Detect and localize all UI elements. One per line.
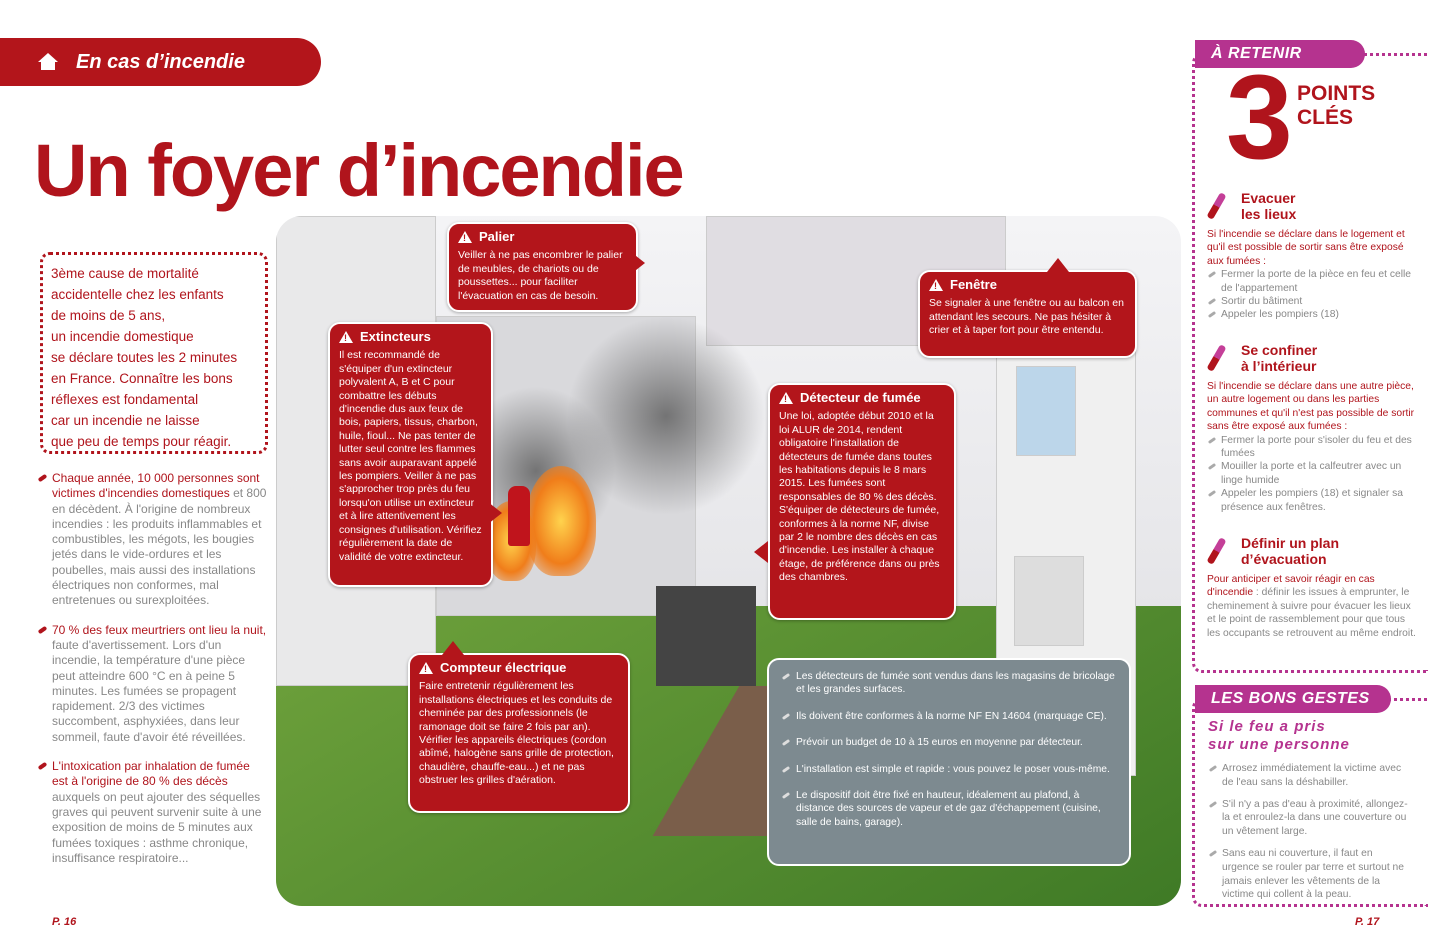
section-header: En cas d’incendie — [0, 38, 321, 86]
callout-text: Faire entretenir régulièrement les insta… — [419, 680, 614, 787]
callout-title: Palier — [479, 229, 515, 244]
title-line: Se confiner — [1241, 342, 1318, 358]
title-line: d’évacuation — [1241, 551, 1327, 567]
callout-text: Une loi, adoptée début 2010 et la loi AL… — [779, 410, 940, 584]
intro-line: accidentelle chez les enfants — [51, 287, 224, 302]
cles-word: CLÉS — [1297, 106, 1354, 129]
pointer-arrow — [488, 502, 502, 524]
callout-text: Se signaler à une fenêtre ou au balcon e… — [929, 297, 1124, 337]
pointer-arrow — [442, 641, 464, 655]
warning-icon — [458, 230, 472, 245]
intro-line: 3ème cause de mortalité — [51, 266, 199, 281]
fire-extinguisher — [508, 486, 530, 546]
fact-lead: L'intoxication par inhalation de fumée e… — [52, 759, 250, 789]
callout-detecteur: Détecteur de fumée Une loi, adoptée débu… — [768, 383, 956, 620]
callout-text: Il est recommandé de s'équiper d'un exti… — [339, 349, 482, 563]
fact-text: et 800 en décèdent. À l'origine de nombr… — [52, 486, 267, 608]
intro-line: un incendie domestique — [51, 329, 194, 344]
title-line: les lieux — [1241, 206, 1297, 222]
callout-fenetre: Fenêtre Se signaler à une fenêtre ou au … — [918, 270, 1137, 358]
intro-line: réflexes est fondamental — [51, 392, 199, 407]
title-line: Définir un plan — [1241, 535, 1339, 551]
section-intro: Pour anticiper et savoir réagir en cas d… — [1207, 574, 1375, 599]
intro-line: de moins de 5 ans, — [51, 308, 166, 323]
subtitle-line: sur une personne — [1208, 736, 1350, 753]
title-line: Evacuer — [1241, 190, 1296, 206]
page-title: Un foyer d’incendie — [34, 129, 685, 212]
callout-extincteurs: Extincteurs Il est recommandé de s'équip… — [328, 322, 493, 587]
callout-title: Détecteur de fumée — [800, 390, 921, 405]
list-item: S'il n'y a pas d'eau à proximité, allong… — [1208, 798, 1408, 839]
pointer-arrow — [754, 541, 768, 563]
callout-title: Fenêtre — [950, 277, 997, 292]
tv-cabinet — [656, 586, 756, 686]
list-item: Appeler les pompiers (18) — [1207, 308, 1419, 321]
tip-item: L'installation est simple et rapide : vo… — [781, 763, 1117, 776]
detector-tips-box: Les détecteurs de fumée sont vendus dans… — [767, 658, 1131, 866]
key-points-number: 3 — [1226, 50, 1293, 184]
callout-title: Extincteurs — [360, 329, 431, 344]
list-item: Fermer la porte pour s'isoler du feu et … — [1207, 434, 1419, 461]
callout-compteur: Compteur électrique Faire entretenir rég… — [408, 653, 630, 813]
retenir-label: À RETENIR — [1195, 40, 1365, 68]
tip-item: Les détecteurs de fumée sont vendus dans… — [781, 670, 1117, 697]
subtitle-line: Si le feu a pris — [1208, 718, 1326, 735]
fact-item: 70 % des feux meurtriers ont lieu la nui… — [36, 623, 268, 745]
list-item: Appeler les pompiers (18) et signaler sa… — [1207, 487, 1419, 514]
points-word: POINTS — [1297, 82, 1376, 105]
window — [1016, 366, 1076, 456]
tip-item: Prévoir un budget de 10 à 15 euros en mo… — [781, 736, 1117, 749]
warning-icon — [419, 661, 433, 676]
fact-item: L'intoxication par inhalation de fumée e… — [36, 759, 268, 866]
list-item: Fermer la porte de la pièce en feu et ce… — [1207, 268, 1419, 295]
callout-palier: Palier Veiller à ne pas encombrer le pal… — [447, 222, 638, 312]
bons-gestes-label: LES BONS GESTES — [1195, 685, 1391, 713]
intro-line: en France. Connaître les bons — [51, 371, 233, 386]
fact-item: Chaque année, 10 000 personnes sont vict… — [36, 471, 268, 609]
list-item: Sortir du bâtiment — [1207, 295, 1419, 308]
warning-icon — [339, 330, 353, 345]
title-line: à l’intérieur — [1241, 358, 1317, 374]
list-item: Arrosez immédiatement la victime avec de… — [1208, 762, 1408, 790]
fact-text: faute d'avertissement. Lors d'un incendi… — [52, 637, 246, 744]
callout-text: Veiller à ne pas encombrer le palier de … — [458, 249, 623, 302]
callout-title: Compteur électrique — [440, 660, 567, 675]
pointer-arrow — [1047, 258, 1069, 272]
fire — [526, 466, 596, 576]
section-intro: Si l'incendie se déclare dans le logemen… — [1207, 229, 1405, 267]
list-item: Sans eau ni couverture, il faut en urgen… — [1208, 847, 1408, 902]
section-intro: Si l'incendie se déclare dans une autre … — [1207, 381, 1415, 433]
section-label: En cas d’incendie — [76, 50, 245, 73]
section-text: : définir les issues à emprunter, le che… — [1207, 587, 1416, 639]
fact-lead: Chaque année, 10 000 personnes sont vict… — [52, 471, 260, 501]
fact-lead: 70 % des feux meurtriers ont lieu la nui… — [52, 622, 267, 637]
list-item: Mouiller la porte et la calfeutrer avec … — [1207, 460, 1419, 487]
intro-box: 3ème cause de mortalité accidentelle che… — [40, 252, 268, 454]
warning-icon — [929, 278, 943, 293]
page-number-left: P. 16 — [52, 916, 77, 928]
house-icon — [38, 53, 58, 71]
page-number-right: P. 17 — [1355, 916, 1380, 928]
intro-line: que peu de temps pour réagir. — [51, 434, 232, 449]
warning-icon — [779, 391, 793, 406]
facts-list: Chaque année, 10 000 personnes sont vict… — [36, 471, 268, 880]
intro-line: car un incendie ne laisse — [51, 413, 200, 428]
intro-line: se déclare toutes les 2 minutes — [51, 350, 238, 365]
shutter — [1014, 556, 1084, 646]
tip-item: Ils doivent être conformes à la norme NF… — [781, 710, 1117, 723]
fact-text: auxquels on peut ajouter des séquelles g… — [52, 789, 262, 865]
pointer-arrow — [631, 252, 645, 274]
tip-item: Le dispositif doit être fixé en hauteur,… — [781, 789, 1117, 829]
